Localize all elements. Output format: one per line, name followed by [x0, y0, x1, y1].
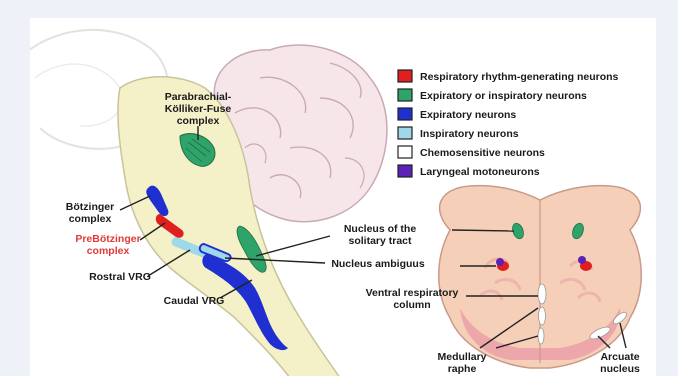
label-arcuate-2: nucleus	[600, 363, 640, 375]
legend-label-1: Expiratory or inspiratory neurons	[420, 90, 587, 102]
brain-outline-inner	[35, 64, 123, 126]
label-arcuate-1: Arcuate	[600, 351, 639, 363]
legend-item-4: Chemosensitive neurons	[398, 146, 545, 159]
label-vrc-2: column	[393, 299, 430, 311]
legend-swatch-5	[398, 165, 412, 177]
legend-label-0: Respiratory rhythm-generating neurons	[420, 71, 619, 83]
legend-label-3: Inspiratory neurons	[420, 128, 519, 140]
na-left-purple	[496, 258, 504, 266]
legend-item-5: Laryngeal motoneurons	[398, 165, 540, 178]
label-rostral-vrg: Rostral VRG	[89, 271, 151, 283]
label-nts-1: Nucleus of the	[344, 223, 417, 235]
raphe-body-3	[538, 328, 544, 344]
legend-item-3: Inspiratory neurons	[398, 127, 519, 140]
label-vrc-1: Ventral respiratory	[366, 287, 459, 299]
legend-swatch-2	[398, 108, 412, 120]
label-botzinger-1: Bötzinger	[66, 201, 114, 213]
label-prebotzinger-2: complex	[87, 245, 130, 257]
legend-swatch-4	[398, 146, 412, 158]
raphe-body-1	[538, 284, 546, 304]
label-parabrachial-2: Kölliker-Fuse	[165, 103, 232, 115]
legend-label-5: Laryngeal motoneurons	[420, 166, 540, 178]
label-nucleus-ambiguus: Nucleus ambiguus	[331, 258, 425, 270]
legend: Respiratory rhythm-generating neurons Ex…	[398, 70, 619, 178]
legend-item-1: Expiratory or inspiratory neurons	[398, 89, 587, 102]
label-prebotzinger-1: PreBötzinger	[75, 233, 140, 245]
legend-label-4: Chemosensitive neurons	[420, 147, 545, 159]
label-nts-2: solitary tract	[348, 235, 412, 247]
legend-item-2: Expiratory neurons	[398, 108, 516, 121]
legend-swatch-3	[398, 127, 412, 139]
label-raphe-2: raphe	[448, 363, 477, 375]
brainstem-respiratory-diagram: Parabrachial- Kölliker-Fuse complex Bötz…	[30, 18, 656, 376]
label-raphe-1: Medullary	[437, 351, 486, 363]
legend-swatch-1	[398, 89, 412, 101]
label-caudal-vrg: Caudal VRG	[164, 295, 225, 307]
label-parabrachial-1: Parabrachial-	[165, 91, 232, 103]
legend-label-2: Expiratory neurons	[420, 109, 516, 121]
na-right-purple	[578, 256, 586, 264]
label-parabrachial-3: complex	[177, 115, 220, 127]
legend-item-0: Respiratory rhythm-generating neurons	[398, 70, 619, 83]
legend-swatch-0	[398, 70, 412, 82]
label-botzinger-2: complex	[69, 213, 112, 225]
figure-panel: Parabrachial- Kölliker-Fuse complex Bötz…	[30, 18, 656, 376]
raphe-body-2	[539, 307, 546, 325]
